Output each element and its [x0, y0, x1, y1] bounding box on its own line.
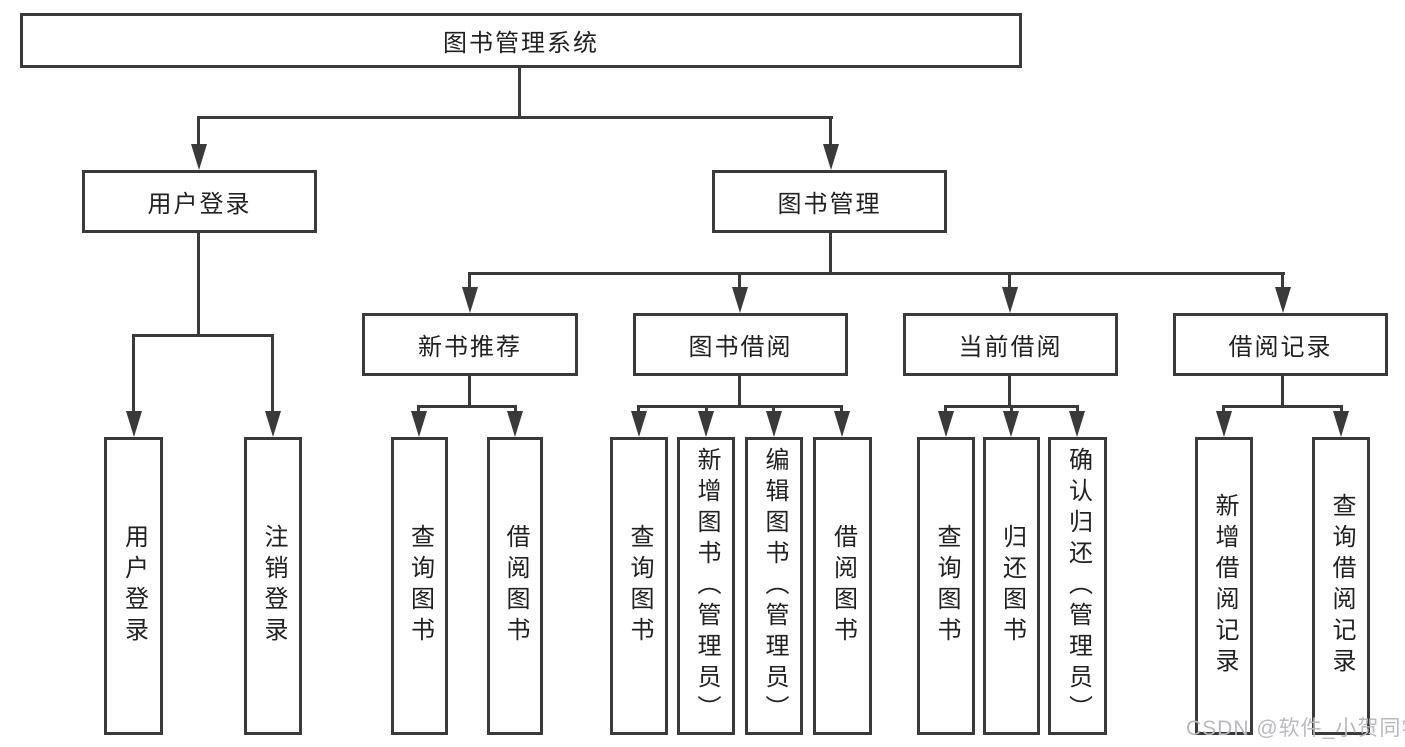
node-label: 查询图书	[933, 524, 960, 648]
leaf-query-borrow-record: 查询借阅记录	[1312, 437, 1370, 735]
connector-line	[738, 376, 741, 408]
connector-line	[1076, 405, 1079, 414]
node-book-management: 图书管理	[712, 170, 947, 233]
node-label: 查询图书	[626, 524, 653, 648]
arrow-down-icon	[1275, 287, 1291, 313]
leaf-confirm-return-admin: 确认归还（管理员）	[1048, 437, 1107, 735]
arrow-down-icon	[823, 144, 839, 170]
node-label: 编辑图书（管理员）	[761, 446, 788, 726]
node-label: 当前借阅	[958, 334, 1063, 361]
node-label: 新书推荐	[418, 334, 522, 361]
leaf-borrow-books-2: 借阅图书	[813, 437, 872, 735]
arrow-down-icon	[265, 411, 281, 437]
node-label: 图书管理系统	[443, 30, 599, 57]
leaf-query-books-1: 查询图书	[391, 437, 448, 735]
arrow-down-icon	[1216, 411, 1232, 437]
connector-line	[637, 405, 843, 408]
arrow-down-icon	[462, 287, 478, 313]
node-label: 注销登录	[260, 524, 287, 648]
node-label: 图书借阅	[688, 334, 793, 361]
node-label: 借阅图书	[829, 524, 857, 648]
node-label: 图书管理	[777, 191, 882, 218]
connector-line	[132, 334, 135, 412]
node-new-book-recommend: 新书推荐	[362, 313, 578, 376]
connector-line	[417, 405, 420, 414]
connector-line	[637, 405, 640, 414]
arrow-down-icon	[1069, 411, 1085, 437]
leaf-user-login: 用户登录	[104, 437, 163, 735]
connector-line	[1222, 405, 1343, 408]
node-label: 新增借阅记录	[1211, 493, 1238, 679]
node-label: 用户登录	[147, 191, 252, 218]
arrow-down-icon	[698, 411, 714, 437]
connector-line	[772, 405, 775, 414]
connector-line	[1281, 376, 1284, 408]
connector-line	[514, 405, 517, 414]
node-system-root: 图书管理系统	[20, 13, 1022, 68]
connector-line	[840, 405, 843, 414]
connector-line	[197, 116, 833, 119]
arrow-down-icon	[834, 411, 850, 437]
leaf-return-books: 归还图书	[983, 437, 1040, 735]
arrow-down-icon	[411, 411, 427, 437]
node-label: 确认归还（管理员）	[1064, 446, 1092, 726]
connector-line	[1008, 272, 1011, 288]
leaf-logout: 注销登录	[244, 437, 302, 735]
arrow-down-icon	[126, 411, 142, 437]
connector-line	[132, 334, 274, 337]
connector-line	[738, 272, 741, 288]
node-book-borrowing: 图书借阅	[633, 313, 848, 376]
connector-line	[197, 116, 200, 146]
node-current-borrowing: 当前借阅	[903, 313, 1118, 376]
connector-line	[1008, 376, 1011, 408]
arrow-down-icon	[507, 411, 523, 437]
connector-line	[197, 233, 200, 337]
arrow-down-icon	[938, 411, 954, 437]
leaf-borrow-books-1: 借阅图书	[487, 437, 543, 735]
leaf-add-books-admin: 新增图书（管理员）	[677, 437, 735, 735]
connector-line	[705, 405, 708, 414]
connector-line	[829, 233, 832, 275]
arrow-down-icon	[1333, 411, 1349, 437]
csdn-watermark: CSDN @软件_小贺同学	[1186, 717, 1405, 740]
connector-line	[468, 272, 1285, 275]
node-label: 归还图书	[998, 524, 1026, 648]
connector-line	[417, 405, 517, 408]
connector-line	[1281, 272, 1284, 288]
connector-line	[271, 334, 274, 412]
node-label: 用户登录	[120, 524, 148, 648]
arrow-down-icon	[732, 287, 748, 313]
connector-line	[1010, 405, 1013, 414]
arrow-down-icon	[766, 411, 782, 437]
connector-line	[468, 272, 471, 288]
connector-line	[1222, 405, 1225, 414]
leaf-query-books-2: 查询图书	[610, 437, 668, 735]
node-label: 查询借阅记录	[1328, 493, 1355, 679]
arrow-down-icon	[1003, 411, 1019, 437]
node-label: 借阅图书	[502, 524, 529, 648]
leaf-add-borrow-record: 新增借阅记录	[1195, 437, 1253, 735]
arrow-down-icon	[631, 411, 647, 437]
leaf-edit-books-admin: 编辑图书（管理员）	[745, 437, 803, 735]
connector-line	[944, 405, 947, 414]
node-borrow-records: 借阅记录	[1173, 313, 1388, 376]
node-label: 查询图书	[406, 524, 434, 648]
node-user-login: 用户登录	[82, 170, 317, 233]
connector-line	[518, 68, 521, 119]
connector-line	[829, 116, 832, 146]
arrow-down-icon	[1002, 287, 1018, 313]
connector-line	[468, 376, 471, 408]
leaf-query-books-3: 查询图书	[917, 437, 975, 735]
arrow-down-icon	[191, 144, 207, 170]
node-label: 新增图书（管理员）	[693, 446, 720, 726]
connector-line	[1340, 405, 1343, 414]
node-label: 借阅记录	[1228, 334, 1333, 361]
